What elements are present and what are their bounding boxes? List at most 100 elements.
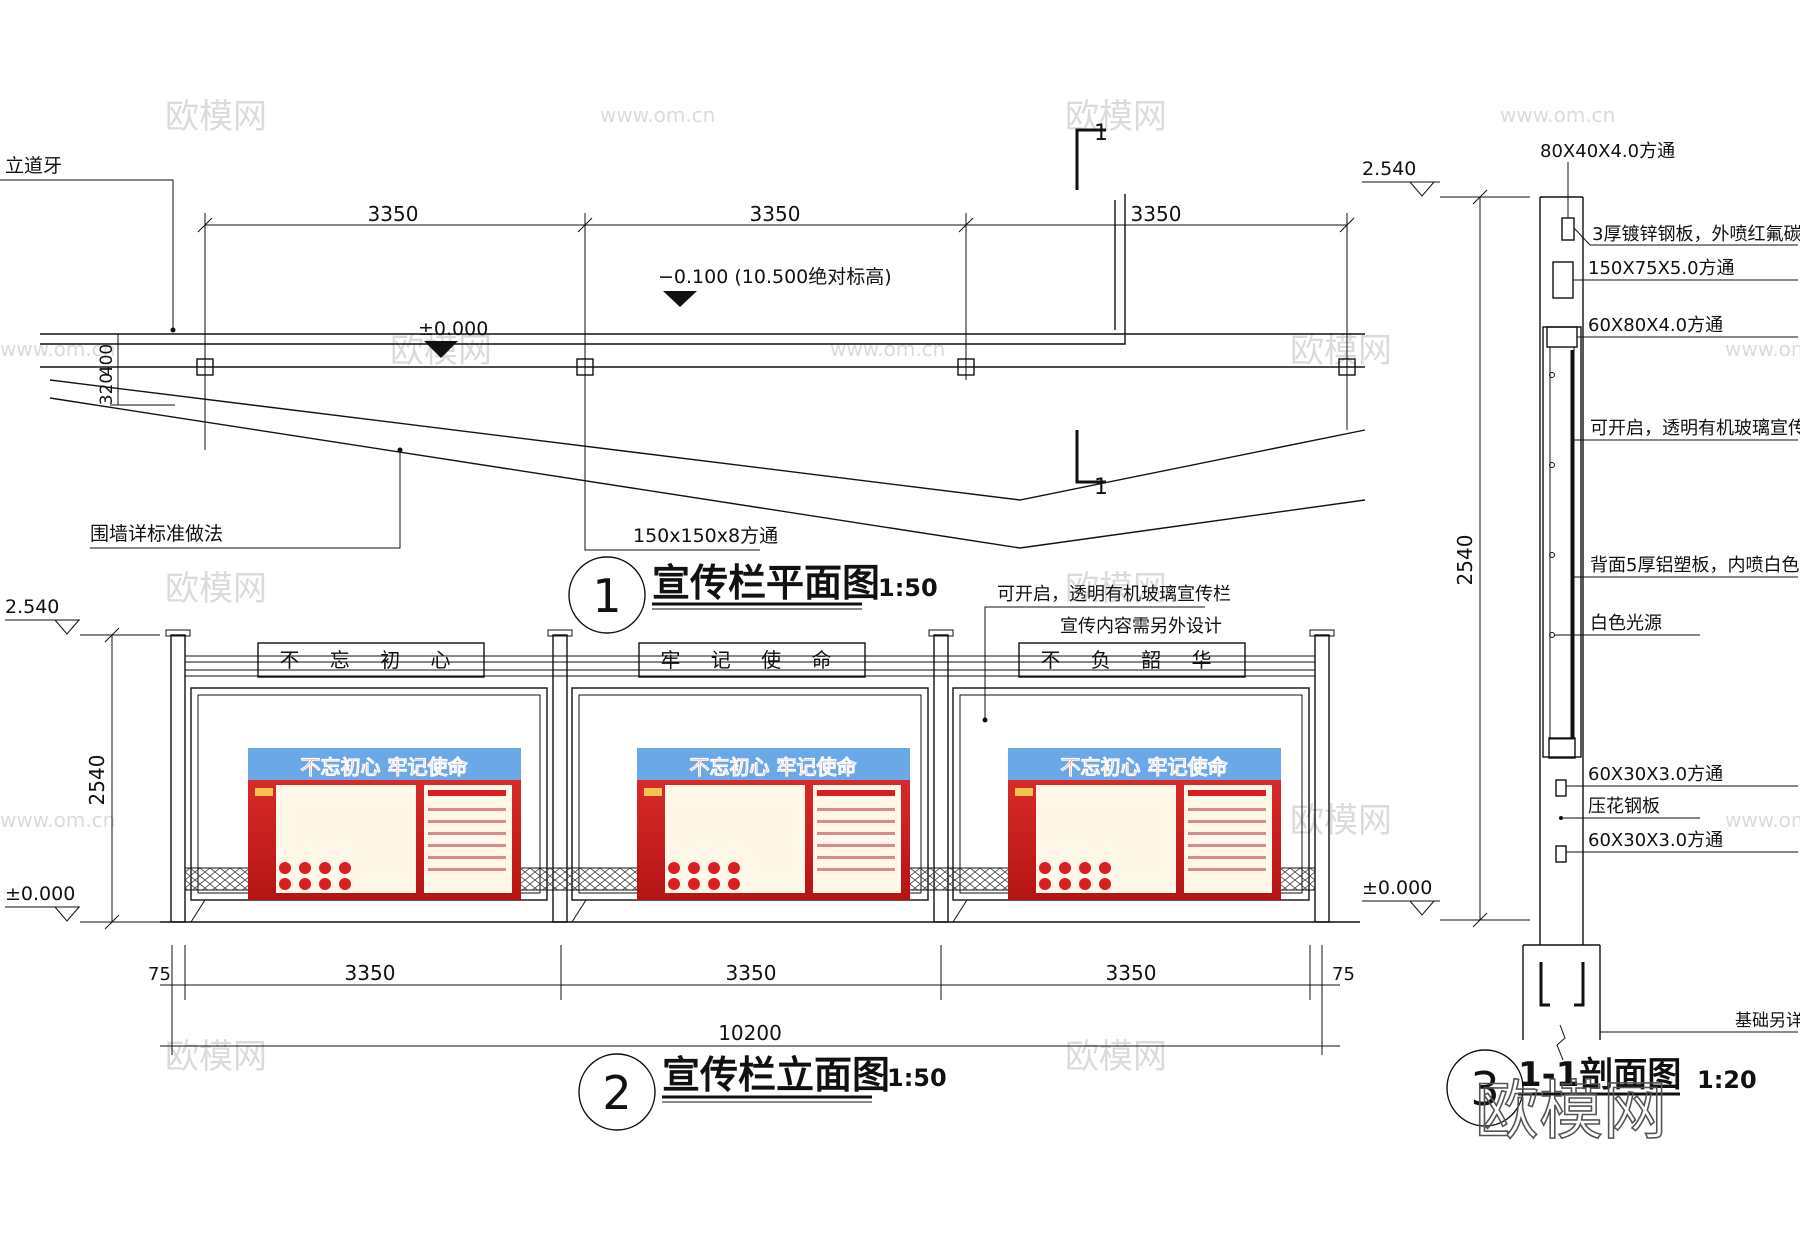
sec-title-circle bbox=[1446, 1049, 1524, 1127]
sec-title-number: 3 bbox=[1470, 1062, 1499, 1116]
sec-hinge bbox=[1549, 552, 1555, 558]
plan-wall-outline bbox=[40, 194, 1126, 345]
dim-tick bbox=[1339, 217, 1355, 233]
sec-label-1: 80X40X4.0方通 bbox=[1540, 141, 1675, 162]
poster-text-line bbox=[817, 832, 895, 835]
poster-text-line bbox=[817, 868, 895, 871]
sec-level-zero: ±0.000 bbox=[1362, 877, 1432, 899]
sec-label-9: 压花钢板 bbox=[1588, 796, 1660, 817]
poster-icon bbox=[279, 862, 291, 874]
poster-text-line bbox=[1188, 820, 1266, 823]
plan-label-curb: 立道牙 bbox=[5, 155, 62, 177]
title-plate-text-2: 牢 记 使 命 bbox=[660, 648, 843, 672]
base-bevel bbox=[571, 899, 928, 923]
poster-sky bbox=[1008, 748, 1281, 780]
poster-icon bbox=[1079, 878, 1091, 890]
plan-post bbox=[1338, 358, 1356, 376]
watermark-url: www.om.cn bbox=[830, 337, 945, 361]
sec-break bbox=[1556, 1024, 1566, 1061]
sec-profile-60x30 bbox=[1555, 845, 1567, 863]
elev-post bbox=[170, 634, 186, 923]
elevation-view: 2.540 ±0.000 2540 不 忘 bbox=[5, 584, 1360, 1131]
poster-text-line bbox=[428, 856, 506, 859]
poster-icon bbox=[319, 878, 331, 890]
base-bevel bbox=[190, 899, 547, 923]
section-view: 2.540 ±0.000 2540 bbox=[1362, 141, 1800, 1150]
dim-tick bbox=[1472, 189, 1488, 205]
sec-label-7: 白色光源 bbox=[1590, 613, 1662, 634]
level-marker bbox=[1409, 900, 1435, 916]
sec-leader bbox=[1573, 227, 1798, 246]
elev-level-zero: ±0.000 bbox=[5, 883, 75, 905]
poster-emblem bbox=[644, 788, 662, 796]
poster-icon bbox=[279, 878, 291, 890]
poster-text-line bbox=[817, 820, 895, 823]
elev-title-circle bbox=[578, 1053, 656, 1131]
plan-dim-2: 3350 bbox=[750, 202, 801, 226]
watermark-url: www.om.cn bbox=[600, 103, 715, 127]
poster-text-line bbox=[428, 844, 506, 847]
sec-profile-80x40 bbox=[1561, 217, 1575, 241]
poster-icon bbox=[708, 878, 720, 890]
poster-panel bbox=[424, 785, 512, 893]
elev-height: 2540 bbox=[85, 755, 109, 806]
poster-icon bbox=[668, 878, 680, 890]
poster-emblem bbox=[255, 788, 273, 796]
leader-curb bbox=[0, 179, 174, 330]
poster-1: 不忘初心 牢记使命 bbox=[248, 748, 521, 900]
dim-tick bbox=[197, 217, 213, 233]
level-marker bbox=[663, 291, 697, 307]
poster-text-line bbox=[817, 856, 895, 859]
sec-label-10: 60X30X3.0方通 bbox=[1588, 830, 1723, 851]
sec-dot bbox=[1559, 816, 1563, 820]
poster-icon bbox=[688, 862, 700, 874]
poster-text-line bbox=[428, 868, 506, 871]
poster-heading-bar bbox=[428, 790, 506, 796]
leader-dot bbox=[170, 327, 176, 333]
poster-icon bbox=[319, 862, 331, 874]
sec-label-2: 3厚镀锌钢板，外喷红氟碳漆 bbox=[1592, 224, 1800, 245]
sec-profile-60x80 bbox=[1546, 326, 1578, 348]
poster-icon bbox=[299, 862, 311, 874]
sec-display-case bbox=[1542, 326, 1582, 758]
poster-text-line bbox=[817, 844, 895, 847]
watermark-url: www.om.cn bbox=[0, 337, 115, 361]
sec-label-6: 背面5厚铝塑板，内喷白色漆 bbox=[1590, 555, 1800, 576]
plan-label-post: 150x150x8方通 bbox=[633, 525, 778, 547]
elev-post bbox=[552, 634, 568, 923]
poster-icon bbox=[299, 878, 311, 890]
poster-text-line bbox=[428, 820, 506, 823]
plan-side-dim-400: 400 bbox=[97, 344, 117, 376]
plan-post bbox=[196, 358, 214, 376]
poster-icon bbox=[708, 862, 720, 874]
elev-title: 宣传栏立面图 bbox=[662, 1053, 890, 1097]
watermark-brand: 欧模网 bbox=[1065, 569, 1167, 609]
poster-panel bbox=[1036, 785, 1176, 893]
elev-level-top: 2.540 bbox=[5, 596, 59, 618]
poster-icon bbox=[1099, 878, 1111, 890]
poster-text-line bbox=[428, 808, 506, 811]
poster-text-line bbox=[1188, 808, 1266, 811]
poster-icon bbox=[1059, 862, 1071, 874]
plan-ground-line-1 bbox=[49, 379, 1366, 501]
sec-label-4: 60X80X4.0方通 bbox=[1588, 315, 1723, 336]
plan-title: 宣传栏平面图 bbox=[652, 561, 880, 605]
sec-hinge bbox=[1549, 372, 1555, 378]
elev-title-number: 2 bbox=[602, 1066, 631, 1120]
poster-icon bbox=[339, 878, 351, 890]
poster-icon bbox=[1079, 862, 1091, 874]
watermark-url: www.om.cn bbox=[1725, 337, 1800, 361]
sec-scale: 1:20 bbox=[1697, 1066, 1757, 1094]
base-bevel bbox=[952, 899, 1309, 923]
dim-tick bbox=[104, 627, 120, 643]
plan-side-dim-320: 320 bbox=[97, 373, 117, 405]
poster-text-line bbox=[1188, 868, 1266, 871]
plan-dim-1: 3350 bbox=[368, 202, 419, 226]
poster-heading-bar bbox=[1188, 790, 1266, 796]
post-cap bbox=[547, 629, 573, 637]
dim-tick bbox=[104, 914, 120, 930]
poster-icon bbox=[728, 878, 740, 890]
level-marker bbox=[54, 906, 80, 922]
section-mark-number: 1 bbox=[1094, 475, 1108, 500]
poster-icon bbox=[728, 862, 740, 874]
